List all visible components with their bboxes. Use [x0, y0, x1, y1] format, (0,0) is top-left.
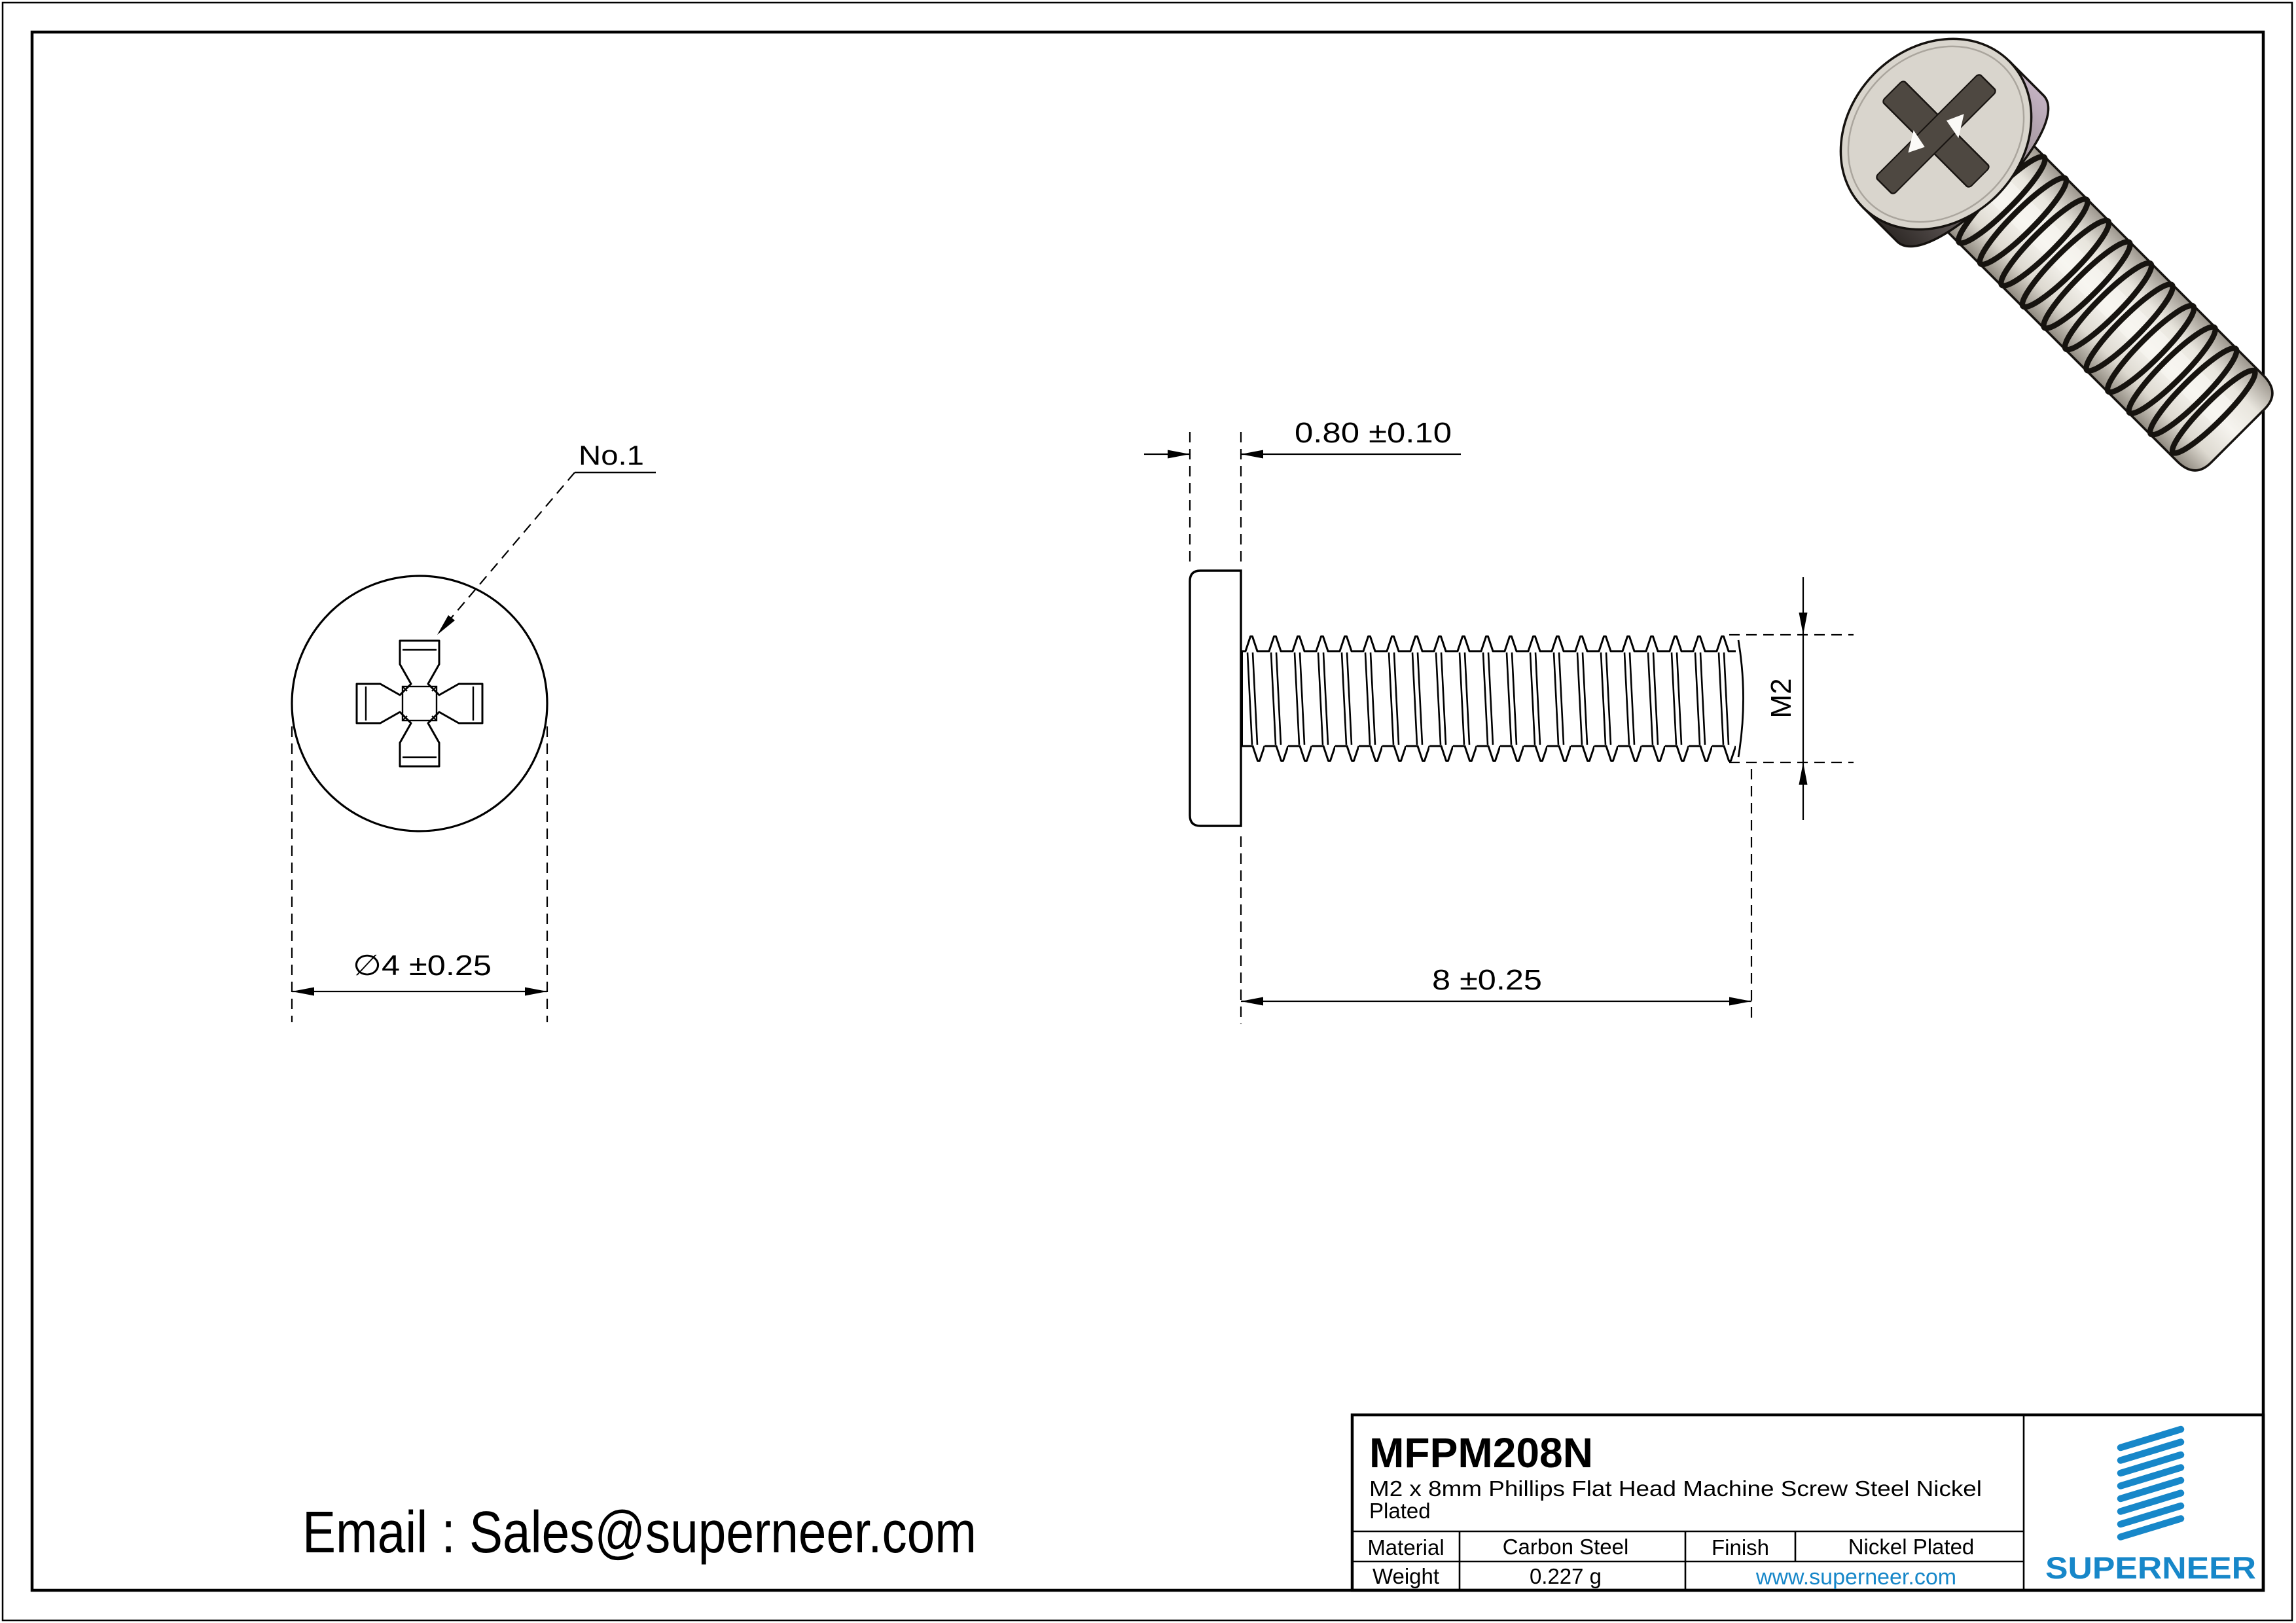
recess-number-callout: No.1: [437, 440, 656, 635]
logo-stripes-icon: [2117, 1425, 2185, 1541]
thread-size-dimension: M2: [1729, 577, 1854, 820]
dimension-arrow-icon: [1241, 450, 1263, 459]
diameter-dimension: ∅4 ±0.25: [291, 726, 548, 1022]
render-head-chamfer-ring: [1847, 45, 2025, 223]
title-block: MFPM208N M2 x 8mm Phillips Flat Head Mac…: [1350, 1413, 2265, 1592]
dimension-arrow-icon: [1241, 997, 1263, 1006]
contact-email-text: Email : Sales@superneer.com: [302, 1500, 977, 1565]
inner-border: [30, 30, 2265, 1592]
dimension-arrow-icon: [292, 987, 314, 996]
weight-value: 0.227 g: [1530, 1564, 1602, 1588]
finish-label: Finish: [1712, 1535, 1769, 1560]
thread-profile: [1241, 635, 1736, 762]
thread-size-text: M2: [1765, 678, 1797, 718]
render-phillips-recess: [1876, 74, 1996, 194]
material-value: Carbon Steel: [1503, 1535, 1629, 1559]
thread-runout-edge: [1737, 639, 1744, 758]
website-link[interactable]: www.superneer.com: [1755, 1565, 1956, 1590]
length-dimension: 8 ±0.25: [1240, 769, 1753, 1024]
leader-arrow-icon: [437, 615, 455, 635]
render-glint: [1908, 130, 1925, 153]
title-block-outline: [1350, 1413, 2265, 1592]
description-line1: M2 x 8mm Phillips Flat Head Machine Scre…: [1369, 1476, 1982, 1501]
head-profile: [1189, 569, 1242, 827]
recess-number-label: No.1: [579, 440, 644, 471]
dimension-arrow-icon: [1168, 450, 1190, 459]
phillips-center-square: [401, 685, 438, 722]
head-thickness-text: 0.80 ±0.10: [1295, 417, 1452, 449]
part-number: MFPM208N: [1369, 1429, 1593, 1476]
dimension-arrow-icon: [1799, 613, 1808, 635]
render-glint: [1946, 114, 1964, 139]
brand-logo: SUPERNEER: [2045, 1425, 2256, 1585]
phillips-cross-outline: [355, 639, 484, 768]
front-view: No.1 ∅4 ±0.25: [291, 440, 656, 1022]
dimension-arrow-icon: [1799, 762, 1808, 785]
screw-3d-render: [1839, 37, 2274, 472]
leader-line: [442, 472, 575, 629]
brand-name: SUPERNEER: [2045, 1550, 2256, 1585]
side-view: 0.80 ±0.10 M2 8 ±0.25: [1144, 417, 1854, 1024]
length-dimension-text: 8 ±0.25: [1432, 964, 1542, 996]
title-block-grid: [1350, 1413, 2265, 1592]
material-label: Material: [1367, 1535, 1444, 1560]
dimension-arrow-icon: [1729, 997, 1751, 1006]
head-thickness-dimension: 0.80 ±0.10: [1144, 417, 1461, 567]
finish-value: Nickel Plated: [1848, 1535, 1975, 1559]
phillips-corner-lines: [402, 686, 437, 721]
phillips-recess: [355, 639, 484, 768]
diameter-dimension-text: ∅4 ±0.25: [353, 950, 492, 982]
weight-label: Weight: [1372, 1564, 1439, 1588]
dimension-arrow-icon: [525, 987, 547, 996]
render-thread-coils: [1934, 132, 2258, 456]
description-line2: Plated: [1369, 1499, 1431, 1523]
phillips-tip-chamfers: [365, 649, 475, 758]
